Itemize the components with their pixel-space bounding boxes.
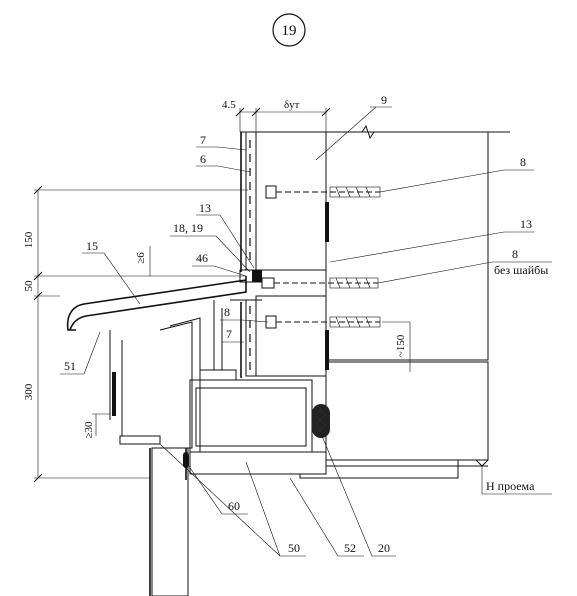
callout-50: 50 xyxy=(288,541,300,555)
callout-8b-note: без шайбы xyxy=(494,263,548,277)
level-mark-label: Н проема xyxy=(486,479,535,493)
sealant-cord xyxy=(312,404,330,438)
concrete-sill-block xyxy=(325,361,489,467)
dim-150: 150 xyxy=(23,231,35,248)
bottom-ledge xyxy=(240,466,459,479)
wooden-subframe xyxy=(189,451,327,475)
detail-number: 19 xyxy=(282,23,297,39)
insulation-upper xyxy=(255,131,327,271)
lower-wall-column xyxy=(149,447,189,596)
dim-50: 50 xyxy=(23,280,35,292)
callout-60: 60 xyxy=(228,499,240,513)
anchor-upper xyxy=(265,185,381,199)
callout-20: 20 xyxy=(378,541,390,555)
dim-300: 300 xyxy=(23,383,35,400)
insulation-lower xyxy=(255,295,327,377)
callout-labels: 9 7 6 8 13 18, 19 13 46 8 без шайбы 15 8 xyxy=(60,93,552,557)
dim-ge-6: ≥6 xyxy=(135,252,147,264)
callout-9: 9 xyxy=(381,93,387,107)
dim-4-5: 4.5 xyxy=(222,99,236,111)
callout-6: 6 xyxy=(200,152,206,166)
sealing-strips xyxy=(112,202,329,416)
top-break-line xyxy=(240,124,510,140)
callout-18-19: 18, 19 xyxy=(173,221,203,235)
callout-15: 15 xyxy=(86,239,98,253)
callout-8a: 8 xyxy=(520,155,526,169)
opening-level-mark: Н проема xyxy=(475,459,552,495)
callout-7a: 7 xyxy=(200,133,206,147)
callout-13b: 13 xyxy=(520,217,532,231)
detail-number-marker: 19 xyxy=(272,13,306,47)
dim-delta-ut: δут xyxy=(284,99,300,111)
callout-7b: 7 xyxy=(226,327,232,341)
wall-masonry xyxy=(325,131,489,361)
dimension-lines: 4.5 δут 150 50 300 ≥6 ≥30 ~150 xyxy=(23,99,411,483)
dim-about-150: ~150 xyxy=(395,334,407,357)
render-layer-lower xyxy=(240,299,257,378)
anchor-lower xyxy=(265,315,381,329)
callout-46: 46 xyxy=(196,251,208,265)
callout-52: 52 xyxy=(344,541,356,555)
anchor-middle xyxy=(261,277,379,289)
callout-51: 51 xyxy=(64,359,76,373)
callout-8b: 8 xyxy=(512,247,518,261)
callout-8c: 8 xyxy=(224,305,230,319)
callout-13a: 13 xyxy=(199,201,211,215)
dim-ge-30: ≥30 xyxy=(83,421,95,439)
window-frame-profile xyxy=(109,299,313,453)
